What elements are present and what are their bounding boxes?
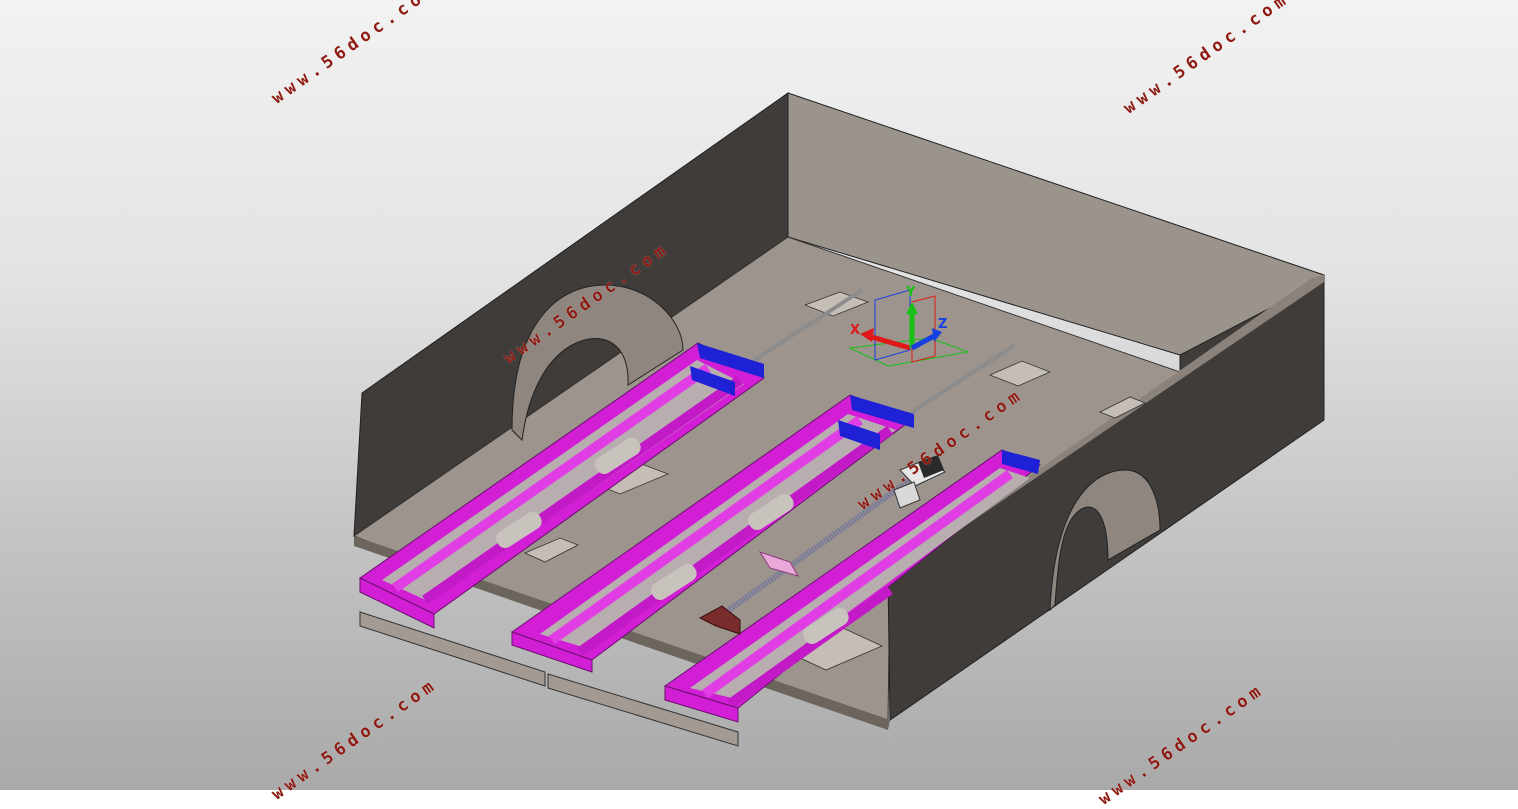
mount-plate [524,537,579,563]
end-bracket [511,631,593,673]
bearing-block [893,481,921,509]
right-wheel-arch [1049,469,1161,612]
motor-block [697,343,764,378]
rail-bar [392,363,711,593]
roller [496,511,542,549]
motor-block [1002,450,1040,474]
y-axis-label: Y [906,285,916,300]
x-axis-arrow [867,333,911,351]
x-axis-head [860,328,874,342]
x-axis-label: X [850,323,861,338]
rail-bar [549,415,863,645]
mount-plate [1099,396,1146,419]
mount-plate [988,360,1052,387]
guide-shaft [898,343,1017,422]
front-plate [547,673,739,747]
left-wheel-arch [511,284,684,442]
front-plate [359,611,546,687]
guide-shaft [753,288,864,362]
lead-screw-assembly[interactable] [698,455,946,635]
rail-inner-gap [382,360,744,602]
z-axis-head [932,328,942,342]
support-block [698,605,741,635]
z-axis-arrow [910,333,936,351]
lead-screw [720,477,912,618]
roller [651,563,697,601]
3d-model-canvas[interactable] [0,0,1518,790]
stepper-motor [918,455,944,478]
screw-nut [758,551,800,577]
rail-bar [727,585,893,709]
y-axis-head [906,302,918,314]
coordinate-triad[interactable] [848,289,970,367]
rail-bar [422,375,743,605]
roller [748,493,794,531]
rail-assembly-left[interactable] [359,342,765,629]
roller [803,607,849,645]
rail-bar [577,425,893,657]
motor-block [690,366,735,396]
rail-assembly-right[interactable] [663,449,1041,723]
z-axis-label: Z [938,317,948,332]
motor-block [850,395,914,428]
end-bracket [664,685,739,723]
end-bracket [359,577,435,629]
motor-block [838,420,880,450]
rail-bar [702,469,1013,699]
roller [595,437,641,475]
rail-assembly-center[interactable] [510,394,916,673]
